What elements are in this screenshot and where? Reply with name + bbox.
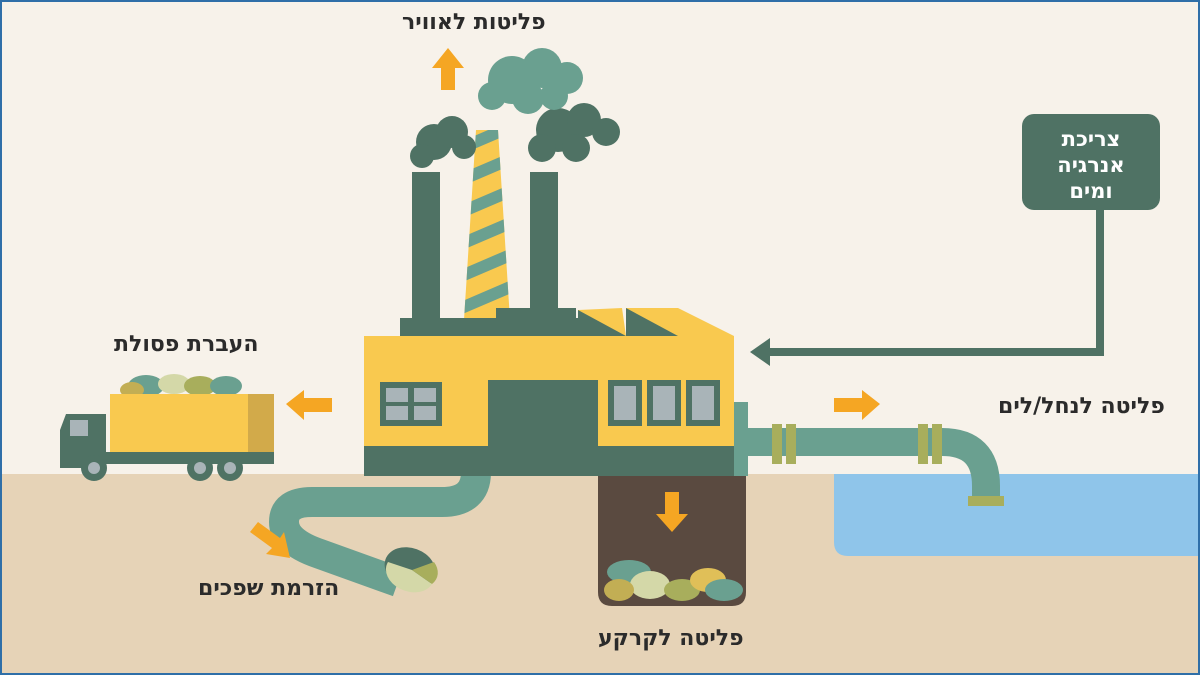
- energy-water-demand-box: צריכת אנרגיה ומים: [1022, 114, 1160, 210]
- arrow-icon: [432, 48, 464, 90]
- arrow-icon: [656, 492, 688, 532]
- arrow-icon: [286, 390, 332, 420]
- arrow-icon: [250, 522, 290, 558]
- chimney-left: [412, 172, 440, 322]
- energy-water-demand-text: צריכת אנרגיה ומים: [1022, 126, 1160, 204]
- demand-line-2: אנרגיה: [1057, 153, 1125, 177]
- demand-line-3: ומים: [1069, 179, 1113, 203]
- river-sea-emission-label: פליטה לנחל/לים: [998, 394, 1165, 419]
- water-body: [834, 474, 1198, 556]
- effluent-pipe: [269, 422, 491, 597]
- smoke-cloud-icon: [410, 103, 620, 168]
- energy-water-line: [750, 210, 1104, 366]
- soil-emission-label: פליטה לקרקע: [598, 626, 744, 651]
- arrow-icon: [834, 390, 880, 420]
- demand-line-1: צריכת: [1061, 127, 1121, 151]
- smoke-cloud-icon: [478, 48, 583, 114]
- chimney-striped: [464, 130, 510, 320]
- soil-pit: [598, 474, 746, 606]
- waste-transfer-label: העברת פסולת: [114, 332, 259, 357]
- factory-icon: [364, 308, 748, 476]
- truck-icon: [60, 374, 274, 481]
- chimney-right: [530, 172, 558, 312]
- effluent-discharge-label: הזרמת שפכים: [198, 576, 340, 601]
- pipe-icon: [746, 424, 1004, 506]
- air-emissions-label: פליטות לאוויר: [402, 10, 546, 35]
